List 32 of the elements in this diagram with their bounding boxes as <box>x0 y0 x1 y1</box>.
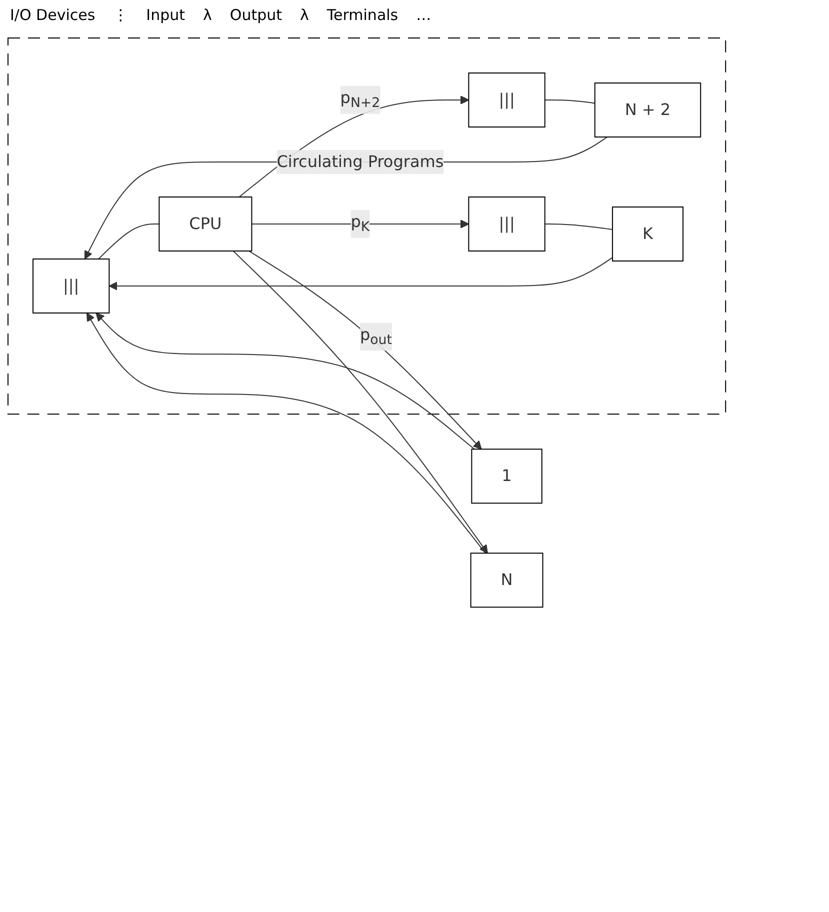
edge-label: p$_{N+2}$ <box>340 88 380 112</box>
arrow <box>238 96 470 198</box>
diagram-label: Input <box>146 6 186 24</box>
arrow <box>108 257 613 290</box>
arrow <box>232 250 488 554</box>
edge-label: p$_{out}$ <box>360 324 392 348</box>
diagram-label: λ <box>300 6 309 24</box>
cluster <box>8 38 726 415</box>
diagram-label: λ <box>203 6 212 24</box>
node-box: ||| <box>468 196 546 252</box>
arrow <box>248 250 482 450</box>
diagram-label: ⋮ <box>113 6 128 24</box>
node-box: CPU <box>158 196 252 252</box>
connector <box>544 100 596 104</box>
arrow <box>84 136 608 260</box>
diagram-label: Terminals <box>326 6 398 24</box>
arrow <box>86 312 486 554</box>
connector <box>98 224 160 260</box>
arrow <box>96 312 475 450</box>
node-box: N <box>470 552 544 608</box>
edge-label: p$_{K}$ <box>350 212 370 236</box>
diagram-label: I/O Devices <box>10 6 96 24</box>
edge-label: Circulating Programs <box>276 152 444 171</box>
connector <box>544 224 613 230</box>
arrow <box>251 220 470 228</box>
node-box: K <box>612 206 684 262</box>
node-box: ||| <box>32 258 110 314</box>
node-box: 1 <box>471 448 542 504</box>
diagram-label: Output <box>230 6 282 24</box>
node-box: N + 2 <box>594 82 702 138</box>
node-box: ||| <box>468 72 546 128</box>
diagram-label: … <box>416 6 432 24</box>
